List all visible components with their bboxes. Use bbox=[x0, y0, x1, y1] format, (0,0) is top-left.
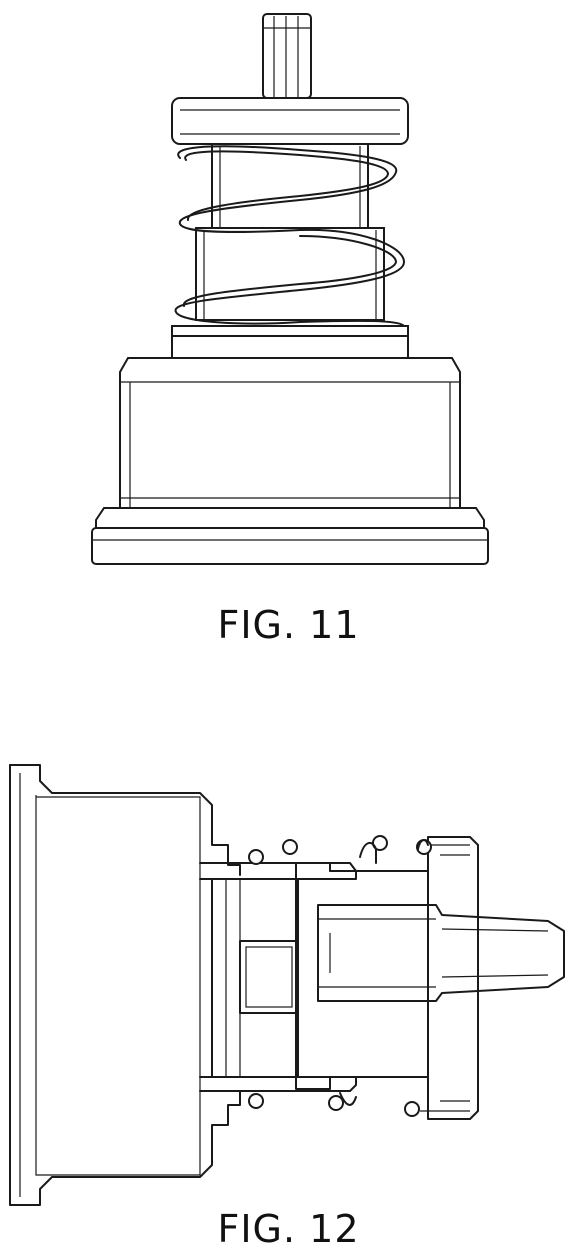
inner-shaft bbox=[212, 144, 368, 228]
top-cap bbox=[172, 98, 408, 144]
base-flange bbox=[92, 508, 488, 564]
neck bbox=[172, 326, 408, 358]
fig12-caption: FIG. 12 bbox=[0, 1207, 577, 1251]
stem-pin bbox=[318, 905, 564, 1001]
stem-top bbox=[263, 14, 311, 98]
housing-section bbox=[10, 765, 240, 1205]
fig12-drawing bbox=[0, 745, 577, 1245]
main-body bbox=[120, 358, 460, 508]
plunger-body bbox=[200, 863, 356, 1091]
fig11-drawing bbox=[0, 0, 577, 600]
inner-stub bbox=[240, 941, 298, 1013]
fig11-caption: FIG. 11 bbox=[0, 603, 577, 647]
